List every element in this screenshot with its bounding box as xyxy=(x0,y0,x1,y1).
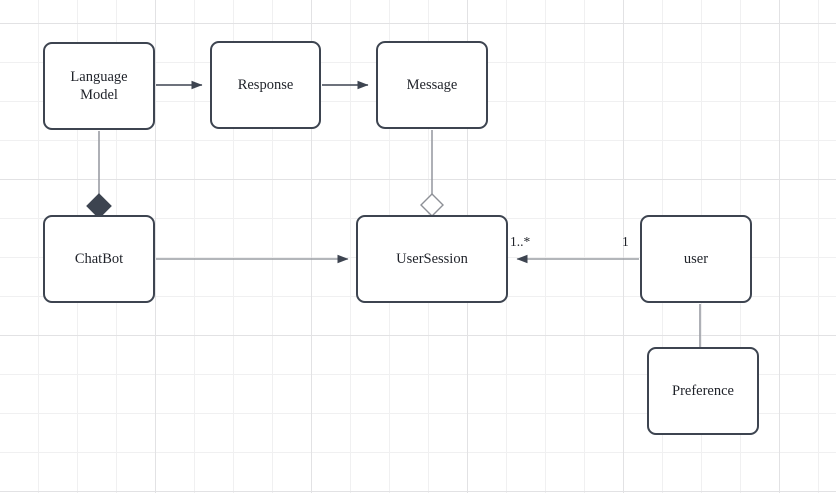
node-preference-label: Preference xyxy=(672,382,734,399)
node-message[interactable]: Message xyxy=(376,41,488,129)
node-preference[interactable]: Preference xyxy=(647,347,759,435)
open-diamond-icon xyxy=(420,193,444,217)
node-chatbot-label: ChatBot xyxy=(74,250,124,267)
edge-message-to-usersession xyxy=(420,130,444,217)
edge-language-model-to-chatbot xyxy=(86,131,112,219)
node-language-model-label: Language Model xyxy=(70,68,128,103)
multiplicity-user: 1 xyxy=(622,234,629,249)
node-usersession-label: UserSession xyxy=(396,250,468,267)
node-user[interactable]: user xyxy=(640,215,752,303)
node-usersession[interactable]: UserSession xyxy=(356,215,508,303)
node-response[interactable]: Response xyxy=(210,41,321,129)
node-language-model[interactable]: Language Model xyxy=(43,42,155,130)
node-chatbot[interactable]: ChatBot xyxy=(43,215,155,303)
node-user-label: user xyxy=(683,250,709,267)
node-message-label: Message xyxy=(406,76,458,93)
multiplicity-usersession: 1..* xyxy=(510,234,531,249)
node-response-label: Response xyxy=(237,76,294,93)
